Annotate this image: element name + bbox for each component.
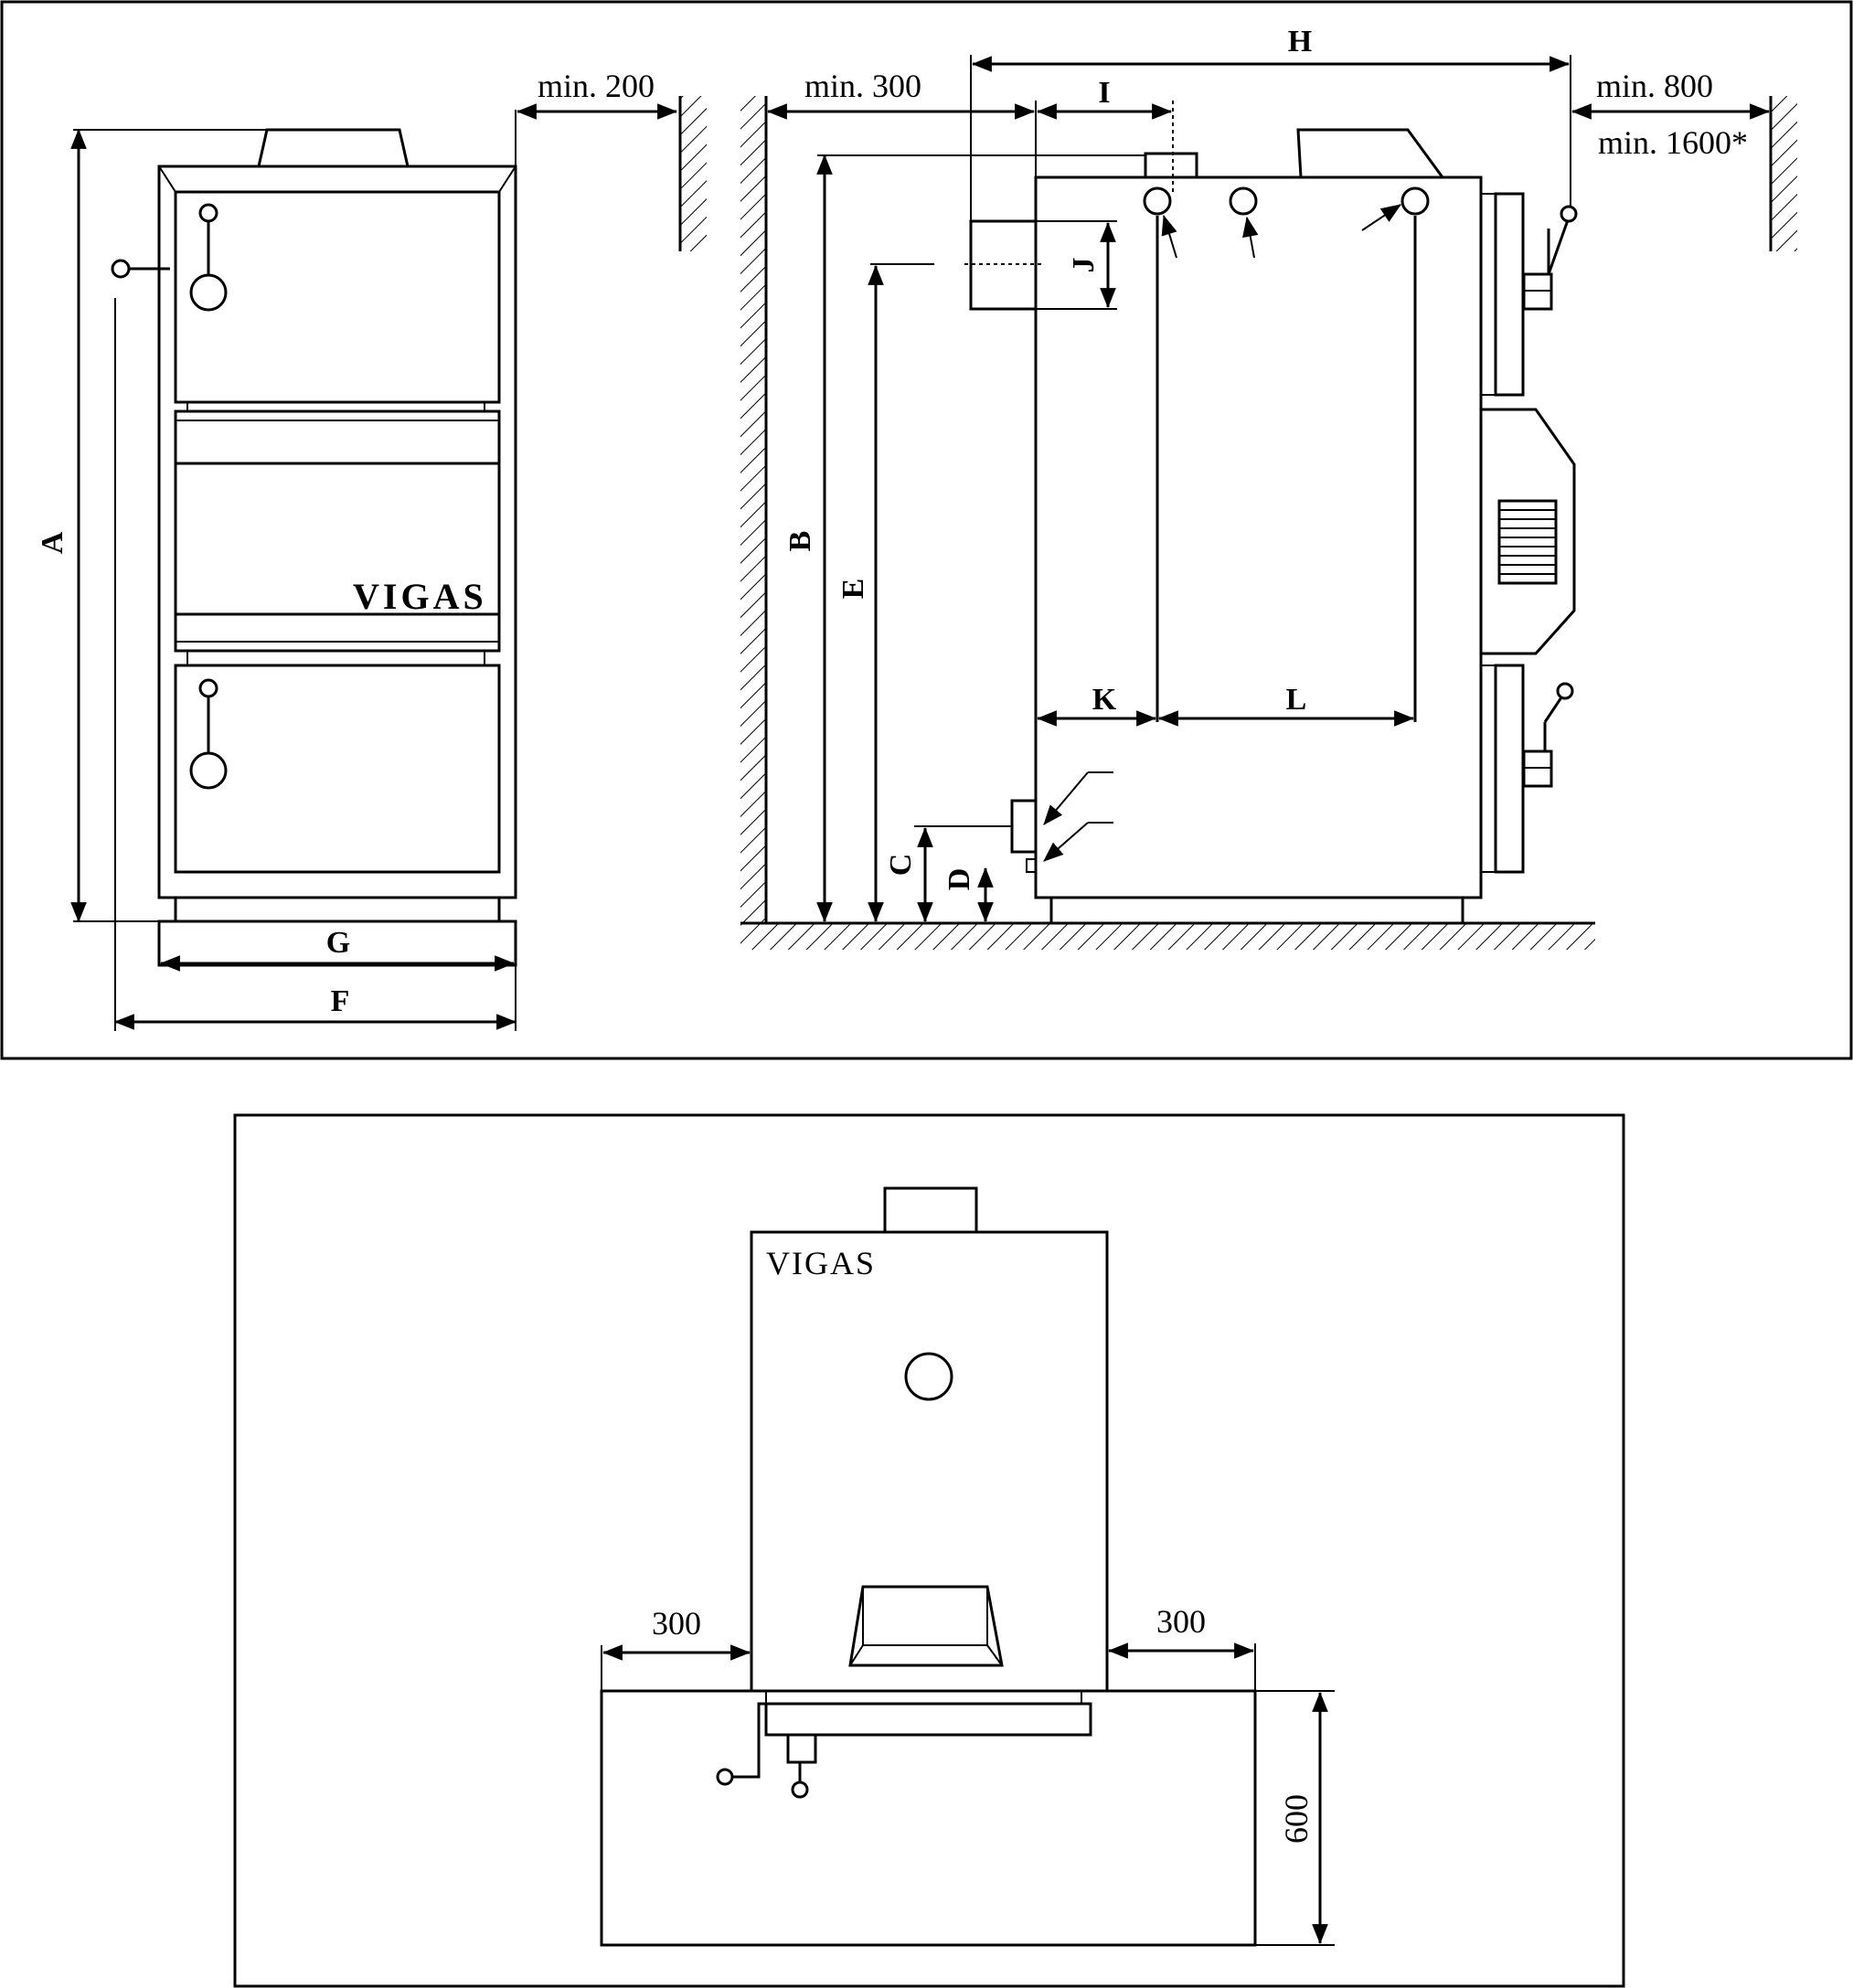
dim-G-label: G: [326, 926, 350, 960]
side-top-outlet: [1144, 152, 1198, 179]
dim-L-label: L: [1286, 683, 1307, 717]
dim-F-label: F: [331, 984, 350, 1018]
side-lower-handle-icon: [1522, 682, 1574, 788]
lower-door-handle-icon: [189, 678, 228, 790]
side-top-fan-housing: [1296, 128, 1444, 178]
side-flue-pipe: [969, 219, 1038, 311]
front-lower-strip: [186, 650, 485, 666]
bottom-outlet-stub: [1010, 799, 1038, 854]
plan-front-handle-icon: [786, 1733, 817, 1799]
plan-brand-label: VIGAS: [766, 1245, 876, 1281]
plan-boiler-body: [750, 1230, 1109, 1693]
side-upper-handle-icon: [1522, 205, 1578, 311]
clearance-top-label: min. 200: [538, 68, 655, 104]
upper-door-handle-icon: [189, 203, 228, 312]
plan-base-tray: [764, 1702, 1092, 1737]
dim-B-label: B: [783, 531, 817, 552]
plan-connection-icon: [904, 1352, 953, 1401]
dim-E-label: E: [836, 579, 870, 600]
dim-J-label: J: [1067, 258, 1101, 273]
bottom-outlet-arrow-1: [1043, 771, 1089, 825]
clearance-front-label-1: min. 800: [1596, 68, 1713, 104]
connection-3-arrow: [1361, 204, 1401, 231]
clearance-back-label: min. 300: [804, 68, 921, 104]
dim-D-label: D: [942, 868, 976, 891]
clearance-front-label-2: min. 1600*: [1598, 124, 1748, 161]
front-flue-cap: [257, 128, 410, 167]
top-panel-frame: [0, 0, 1853, 1060]
dim-A-label: A: [36, 531, 69, 554]
back-wall-hatch: [740, 96, 766, 923]
drain-tap-stub: [1026, 858, 1037, 873]
dim-K-label: K: [1092, 683, 1117, 717]
side-view: H min. 300 I min. 800 min. 1600* J B E C: [740, 25, 1797, 950]
plan-left-dim-label: 300: [652, 1605, 701, 1642]
plan-top-outlet: [883, 1186, 978, 1234]
side-lever-icon: [111, 259, 170, 279]
front-brand-label: VIGAS: [353, 576, 487, 617]
plan-right-dim-label: 300: [1156, 1603, 1206, 1640]
plan-base-strip: [765, 1690, 1082, 1705]
connection-1-icon: [1143, 186, 1172, 216]
front-wall-hatch: [1772, 96, 1797, 251]
service-area: [600, 1689, 1257, 1947]
front-lower-door: [174, 664, 501, 874]
plan-depth-dim-label: 600: [1278, 1794, 1315, 1844]
side-lower-door: [1494, 664, 1525, 874]
dim-H-label: H: [1288, 25, 1312, 58]
bottom-panel-frame: [233, 1113, 1625, 1988]
front-casing-bevel: [158, 165, 516, 193]
connection-1-arrow: [1161, 214, 1177, 259]
side-upper-door: [1494, 192, 1525, 397]
bottom-outlet-arrow-2: [1043, 822, 1089, 862]
front-view: VIGAS A G F: [36, 68, 707, 1031]
vent-grille-icon: [1497, 499, 1558, 585]
plan-view: VIGAS 300 300 600: [600, 1186, 1335, 1947]
dim-I-label: I: [1098, 76, 1110, 110]
connection-3-icon: [1400, 186, 1430, 216]
side-fan-housing: [1481, 408, 1576, 655]
floor-hatch: [740, 924, 1595, 950]
side-boiler-base: [1049, 896, 1464, 925]
front-base: [174, 896, 501, 923]
dim-C-label: C: [884, 854, 918, 877]
plan-fan-hood-inner: [849, 1587, 1003, 1666]
connection-2-icon: [1229, 186, 1258, 216]
connection-2-arrow: [1242, 216, 1259, 259]
plan-side-handle-icon: [716, 1702, 766, 1786]
front-side-wall-hatch: [681, 96, 707, 251]
